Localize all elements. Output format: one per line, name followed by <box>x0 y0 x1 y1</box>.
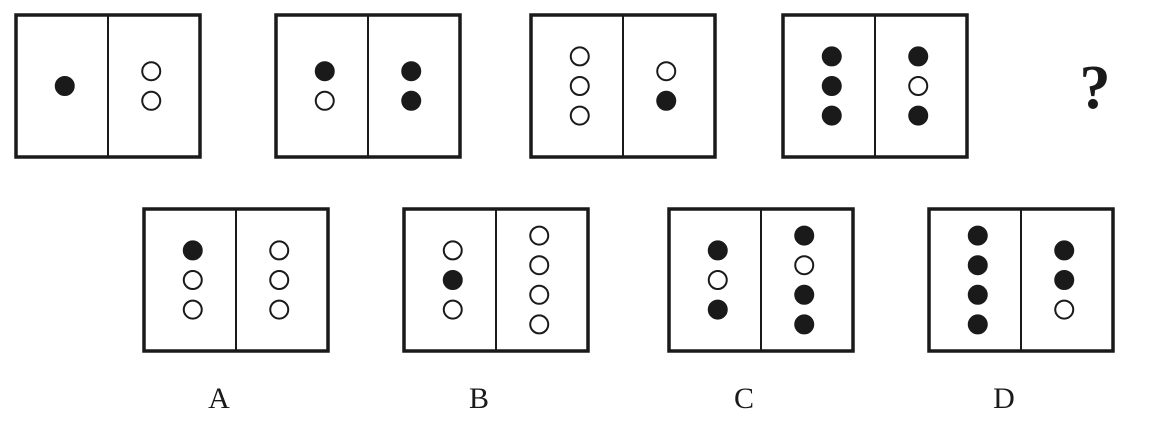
open-circle <box>569 76 590 96</box>
open-circle <box>141 61 162 82</box>
open-circle <box>656 61 677 82</box>
open-circle <box>182 270 203 290</box>
option-label: B <box>469 382 489 415</box>
option-label: C <box>734 382 754 415</box>
filled-circle <box>908 105 929 126</box>
filled-circle <box>821 46 842 67</box>
open-circle <box>314 90 335 111</box>
options-row: A B C D <box>142 207 1115 415</box>
filled-circle <box>54 76 75 96</box>
open-circle <box>442 299 463 320</box>
sequence-panel-4 <box>781 13 969 159</box>
filled-circle <box>967 255 988 276</box>
open-circle <box>908 76 929 96</box>
filled-circle <box>182 240 203 261</box>
filled-circle <box>314 61 335 82</box>
open-circle <box>794 255 815 276</box>
open-circle <box>569 46 590 67</box>
open-circle <box>569 105 590 126</box>
open-circle <box>1054 299 1075 320</box>
sequence-row <box>14 13 969 159</box>
filled-circle <box>967 284 988 305</box>
question-mark: ? <box>1080 54 1111 122</box>
filled-circle <box>401 90 422 111</box>
filled-circle <box>707 240 728 261</box>
open-circle <box>141 90 162 111</box>
filled-circle <box>821 76 842 96</box>
sequence-panel-2 <box>274 13 462 159</box>
filled-circle <box>1054 270 1075 290</box>
sequence-panel-1 <box>14 13 202 159</box>
filled-circle <box>967 225 988 246</box>
filled-circle <box>442 270 463 290</box>
filled-circle <box>794 284 815 305</box>
filled-circle <box>821 105 842 126</box>
open-circle <box>707 270 728 290</box>
option-label: A <box>208 382 230 415</box>
filled-circle <box>656 90 677 111</box>
option-d[interactable]: D <box>927 207 1115 415</box>
filled-circle <box>401 61 422 82</box>
filled-circle <box>908 46 929 67</box>
filled-circle <box>794 225 815 246</box>
option-label: D <box>993 382 1015 415</box>
filled-circle <box>967 314 988 335</box>
open-circle <box>442 240 463 261</box>
open-circle <box>529 314 550 335</box>
open-circle <box>182 299 203 320</box>
open-circle <box>529 255 550 276</box>
sequence-panel-3 <box>529 13 717 159</box>
open-circle <box>269 240 290 261</box>
open-circle <box>529 284 550 305</box>
open-circle <box>529 225 550 246</box>
option-c[interactable]: C <box>667 207 855 415</box>
filled-circle <box>794 314 815 335</box>
filled-circle <box>1054 240 1075 261</box>
open-circle <box>269 270 290 290</box>
open-circle <box>269 299 290 320</box>
filled-circle <box>707 299 728 320</box>
option-a[interactable]: A <box>142 207 330 415</box>
option-b[interactable]: B <box>402 207 590 415</box>
